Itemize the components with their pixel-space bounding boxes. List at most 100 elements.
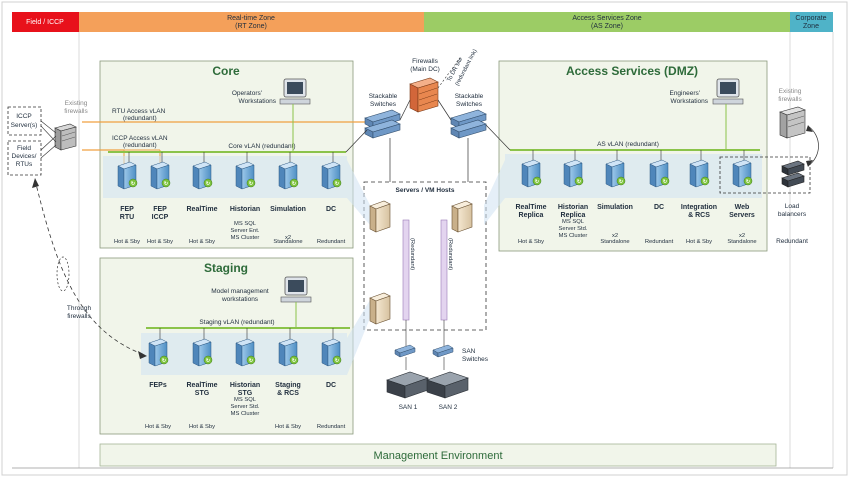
iccp-vlan-sublabel: (redundant) <box>123 142 157 149</box>
fw-lb-link <box>807 125 819 167</box>
redundant-label-right: (Redundant) <box>447 238 453 270</box>
server-name: Simulation <box>597 204 633 211</box>
field-devices-label-1: Field <box>17 145 31 152</box>
operators-workstation-icon <box>279 78 311 105</box>
server-name: Historian <box>230 382 260 389</box>
server-name-line-2: STG <box>195 390 210 397</box>
server-name-line-2: STG <box>238 390 253 397</box>
web-lb-dashed-box <box>719 156 811 194</box>
server-name: RealTime <box>187 382 218 389</box>
san1-label: SAN 1 <box>399 404 418 411</box>
iccp-servers-box <box>7 106 42 136</box>
server-icon: ↻ <box>192 152 213 190</box>
engineers-label-1: Engineers' <box>669 90 700 97</box>
stackable-switch-right-icon <box>450 109 487 139</box>
stackable-switch-left-icon <box>364 109 401 139</box>
server-icon: ↻ <box>321 328 342 367</box>
server-note: MS Cluster <box>231 411 260 417</box>
server-icon: ↻ <box>321 152 342 190</box>
existing-fw-left-label-1: Existing <box>65 100 88 107</box>
as-zone-band <box>424 12 790 32</box>
server-icon: ↻ <box>521 150 542 188</box>
stack-left-label-2: Switches <box>370 101 397 108</box>
field-devices-label-2: Devices/ <box>12 153 37 160</box>
server-note: x2 <box>612 233 618 239</box>
server-name: RealTime <box>516 204 547 211</box>
svg-text:↻: ↻ <box>663 179 667 185</box>
server-note: MS SQL <box>234 221 257 227</box>
vm-host-icon <box>451 200 473 233</box>
server-icon: ↻ <box>649 150 670 188</box>
server-mode: Standalone <box>600 239 629 245</box>
status-badge-icon <box>574 176 584 186</box>
server-mode: Hot & Sby <box>147 239 173 245</box>
existing-fw-right-label-1: Existing <box>779 88 802 95</box>
rt-zone-band <box>79 12 424 32</box>
core-panel <box>99 60 354 249</box>
server-icon: ↻ <box>150 152 171 190</box>
status-badge-icon <box>203 178 213 188</box>
server-mode: Hot & Sby <box>189 239 215 245</box>
load-balancers-label-2: balancers <box>778 211 807 218</box>
server-name: Historian <box>558 204 588 211</box>
status-badge-icon <box>161 178 171 188</box>
redundant-link-left <box>402 219 410 321</box>
svg-text:↻: ↻ <box>249 358 253 364</box>
core-title: Core <box>212 64 240 78</box>
existing-fw-left-label-2: firewalls <box>64 108 88 115</box>
stack-right-label-2: Switches <box>456 101 483 108</box>
svg-text:↻: ↻ <box>292 181 296 187</box>
server-mode: Redundant <box>317 239 346 245</box>
server-note: MS Cluster <box>231 235 260 241</box>
redundant-link-right <box>440 219 448 321</box>
server-name: Integration <box>681 204 717 211</box>
san-storage-icon <box>386 371 429 399</box>
server-icon: ↻ <box>117 152 138 190</box>
server-icon: ↻ <box>235 328 256 367</box>
server-icon: ↻ <box>732 150 753 188</box>
server-mode: Standalone <box>727 239 756 245</box>
main-dc-firewall-label-1: Firewalls <box>412 58 438 65</box>
through-firewalls-marker <box>56 256 70 292</box>
server-mode: Hot & Sby <box>114 239 140 245</box>
rtu-vlan-sublabel: (redundant) <box>123 115 157 122</box>
status-badge-icon <box>289 355 299 365</box>
svg-text:↻: ↻ <box>292 358 296 364</box>
server-icon: ↻ <box>148 328 169 367</box>
main-dc-firewall-icon <box>409 77 439 113</box>
server-name: DC <box>326 382 336 389</box>
through-firewalls-label-1: Through <box>67 305 92 312</box>
server-icon: ↻ <box>278 152 299 190</box>
status-badge-icon <box>532 176 542 186</box>
engineers-workstation-icon <box>712 78 744 105</box>
load-balancers-mode: Redundant <box>776 238 808 245</box>
svg-text:↻: ↻ <box>206 358 210 364</box>
svg-text:↻: ↻ <box>162 358 166 364</box>
server-mode: Hot & Sby <box>189 424 215 430</box>
vm-hosts-box <box>363 181 487 331</box>
through-firewalls-link <box>34 179 146 356</box>
server-name: Web <box>735 204 750 211</box>
svg-text:↻: ↻ <box>206 181 210 187</box>
server-name-line-2: RTU <box>120 214 134 221</box>
svg-text:↻: ↻ <box>131 181 135 187</box>
load-balancers-label-1: Load <box>785 203 800 210</box>
model-management-label-2: workstations <box>221 296 259 303</box>
existing-fw-right-label-2: firewalls <box>778 96 802 103</box>
status-badge-icon <box>246 355 256 365</box>
status-badge-icon <box>203 355 213 365</box>
iccp-servers-label-2: Server(s) <box>11 122 38 129</box>
server-mode: Hot & Sby <box>275 424 301 430</box>
existing-firewall-right-icon <box>779 106 806 139</box>
core-server-band <box>103 156 347 198</box>
server-note: Server Std. <box>559 226 588 232</box>
server-name-line-2: Replica <box>561 212 586 219</box>
